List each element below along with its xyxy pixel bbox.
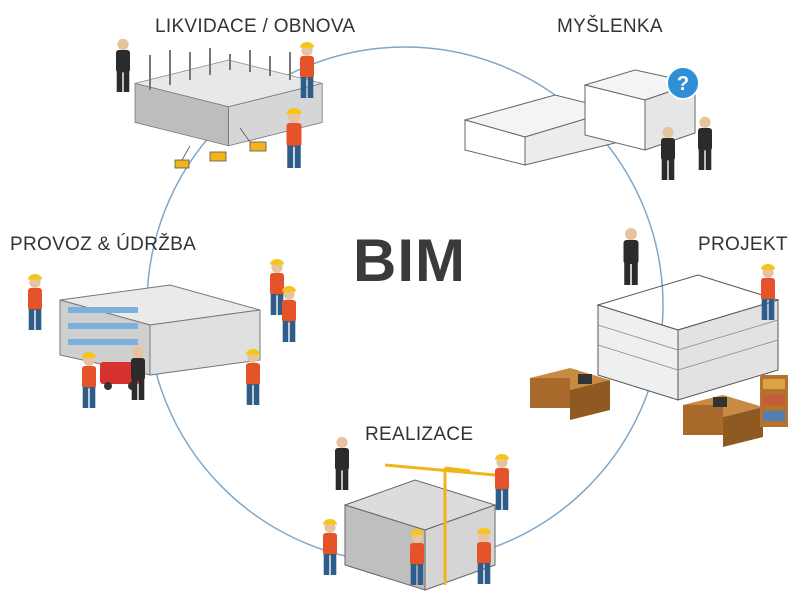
office-desk-left bbox=[530, 368, 610, 420]
question-mark-text: ? bbox=[677, 73, 689, 95]
office-desk-right bbox=[683, 395, 763, 447]
stage-label-design: PROJEKT bbox=[698, 234, 788, 255]
stage-label-decommission: LIKVIDACE / OBNOVA bbox=[155, 16, 356, 37]
stage-label-idea: MYŠLENKA bbox=[557, 16, 663, 37]
question-badge bbox=[666, 66, 700, 100]
center-title: BIM bbox=[353, 227, 466, 294]
concept-illustration: ? bbox=[463, 66, 700, 166]
bookshelf bbox=[760, 375, 788, 427]
design-illustration bbox=[596, 274, 780, 401]
construction-illustration bbox=[343, 479, 497, 591]
operation-illustration bbox=[59, 284, 261, 376]
stage-label-operation: PROVOZ & ÚDRŽBA bbox=[10, 234, 197, 255]
demolition-illustration bbox=[134, 48, 323, 169]
tower-crane bbox=[384, 463, 496, 585]
stage-label-construction: REALIZACE bbox=[365, 424, 474, 445]
